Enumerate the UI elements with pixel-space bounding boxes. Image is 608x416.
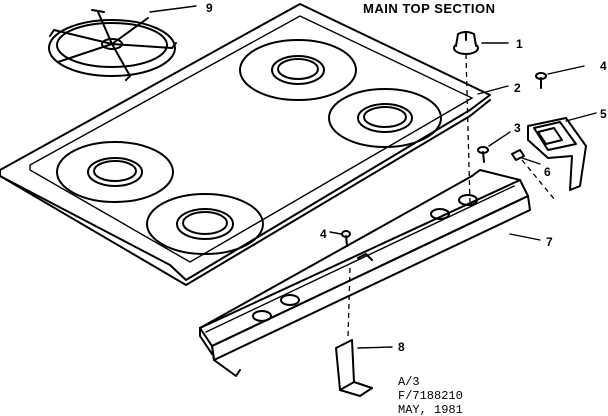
clip-6 [511, 149, 525, 161]
leader-3 [488, 131, 511, 147]
front-panel [199, 169, 531, 377]
leader-7 [509, 233, 541, 241]
note-sheet: A/3 [398, 375, 420, 389]
assembly-line-knob [465, 53, 471, 205]
leader-5 [565, 112, 597, 122]
diagram-title: MAIN TOP SECTION [363, 1, 495, 16]
callout-7: 7 [546, 235, 553, 249]
note-part-number: F/7188210 [398, 389, 463, 403]
mounting-clip [335, 339, 373, 397]
callout-4-lower: 4 [320, 227, 327, 241]
leader-4-lower [329, 231, 342, 235]
burner-grate [48, 9, 177, 81]
callout-5: 5 [600, 107, 607, 121]
assembly-line-clip [347, 267, 351, 339]
screw-lower [341, 230, 351, 247]
callout-9: 9 [206, 1, 213, 15]
screw-upper [535, 72, 547, 89]
leader-8 [357, 346, 393, 349]
screw-3 [477, 146, 489, 163]
leader-6 [521, 157, 541, 165]
callout-2: 2 [514, 81, 521, 95]
control-knob [453, 31, 479, 55]
leader-9 [149, 5, 197, 13]
main-top-panel [0, 3, 491, 286]
leader-4-upper [547, 65, 585, 75]
note-date: MAY, 1981 [398, 403, 463, 416]
callout-1: 1 [516, 37, 523, 51]
callout-3: 3 [514, 121, 521, 135]
bracket [527, 117, 587, 191]
callout-8: 8 [398, 340, 405, 354]
leader-2 [477, 85, 509, 95]
callout-4-upper: 4 [600, 59, 607, 73]
callout-6: 6 [544, 165, 551, 179]
